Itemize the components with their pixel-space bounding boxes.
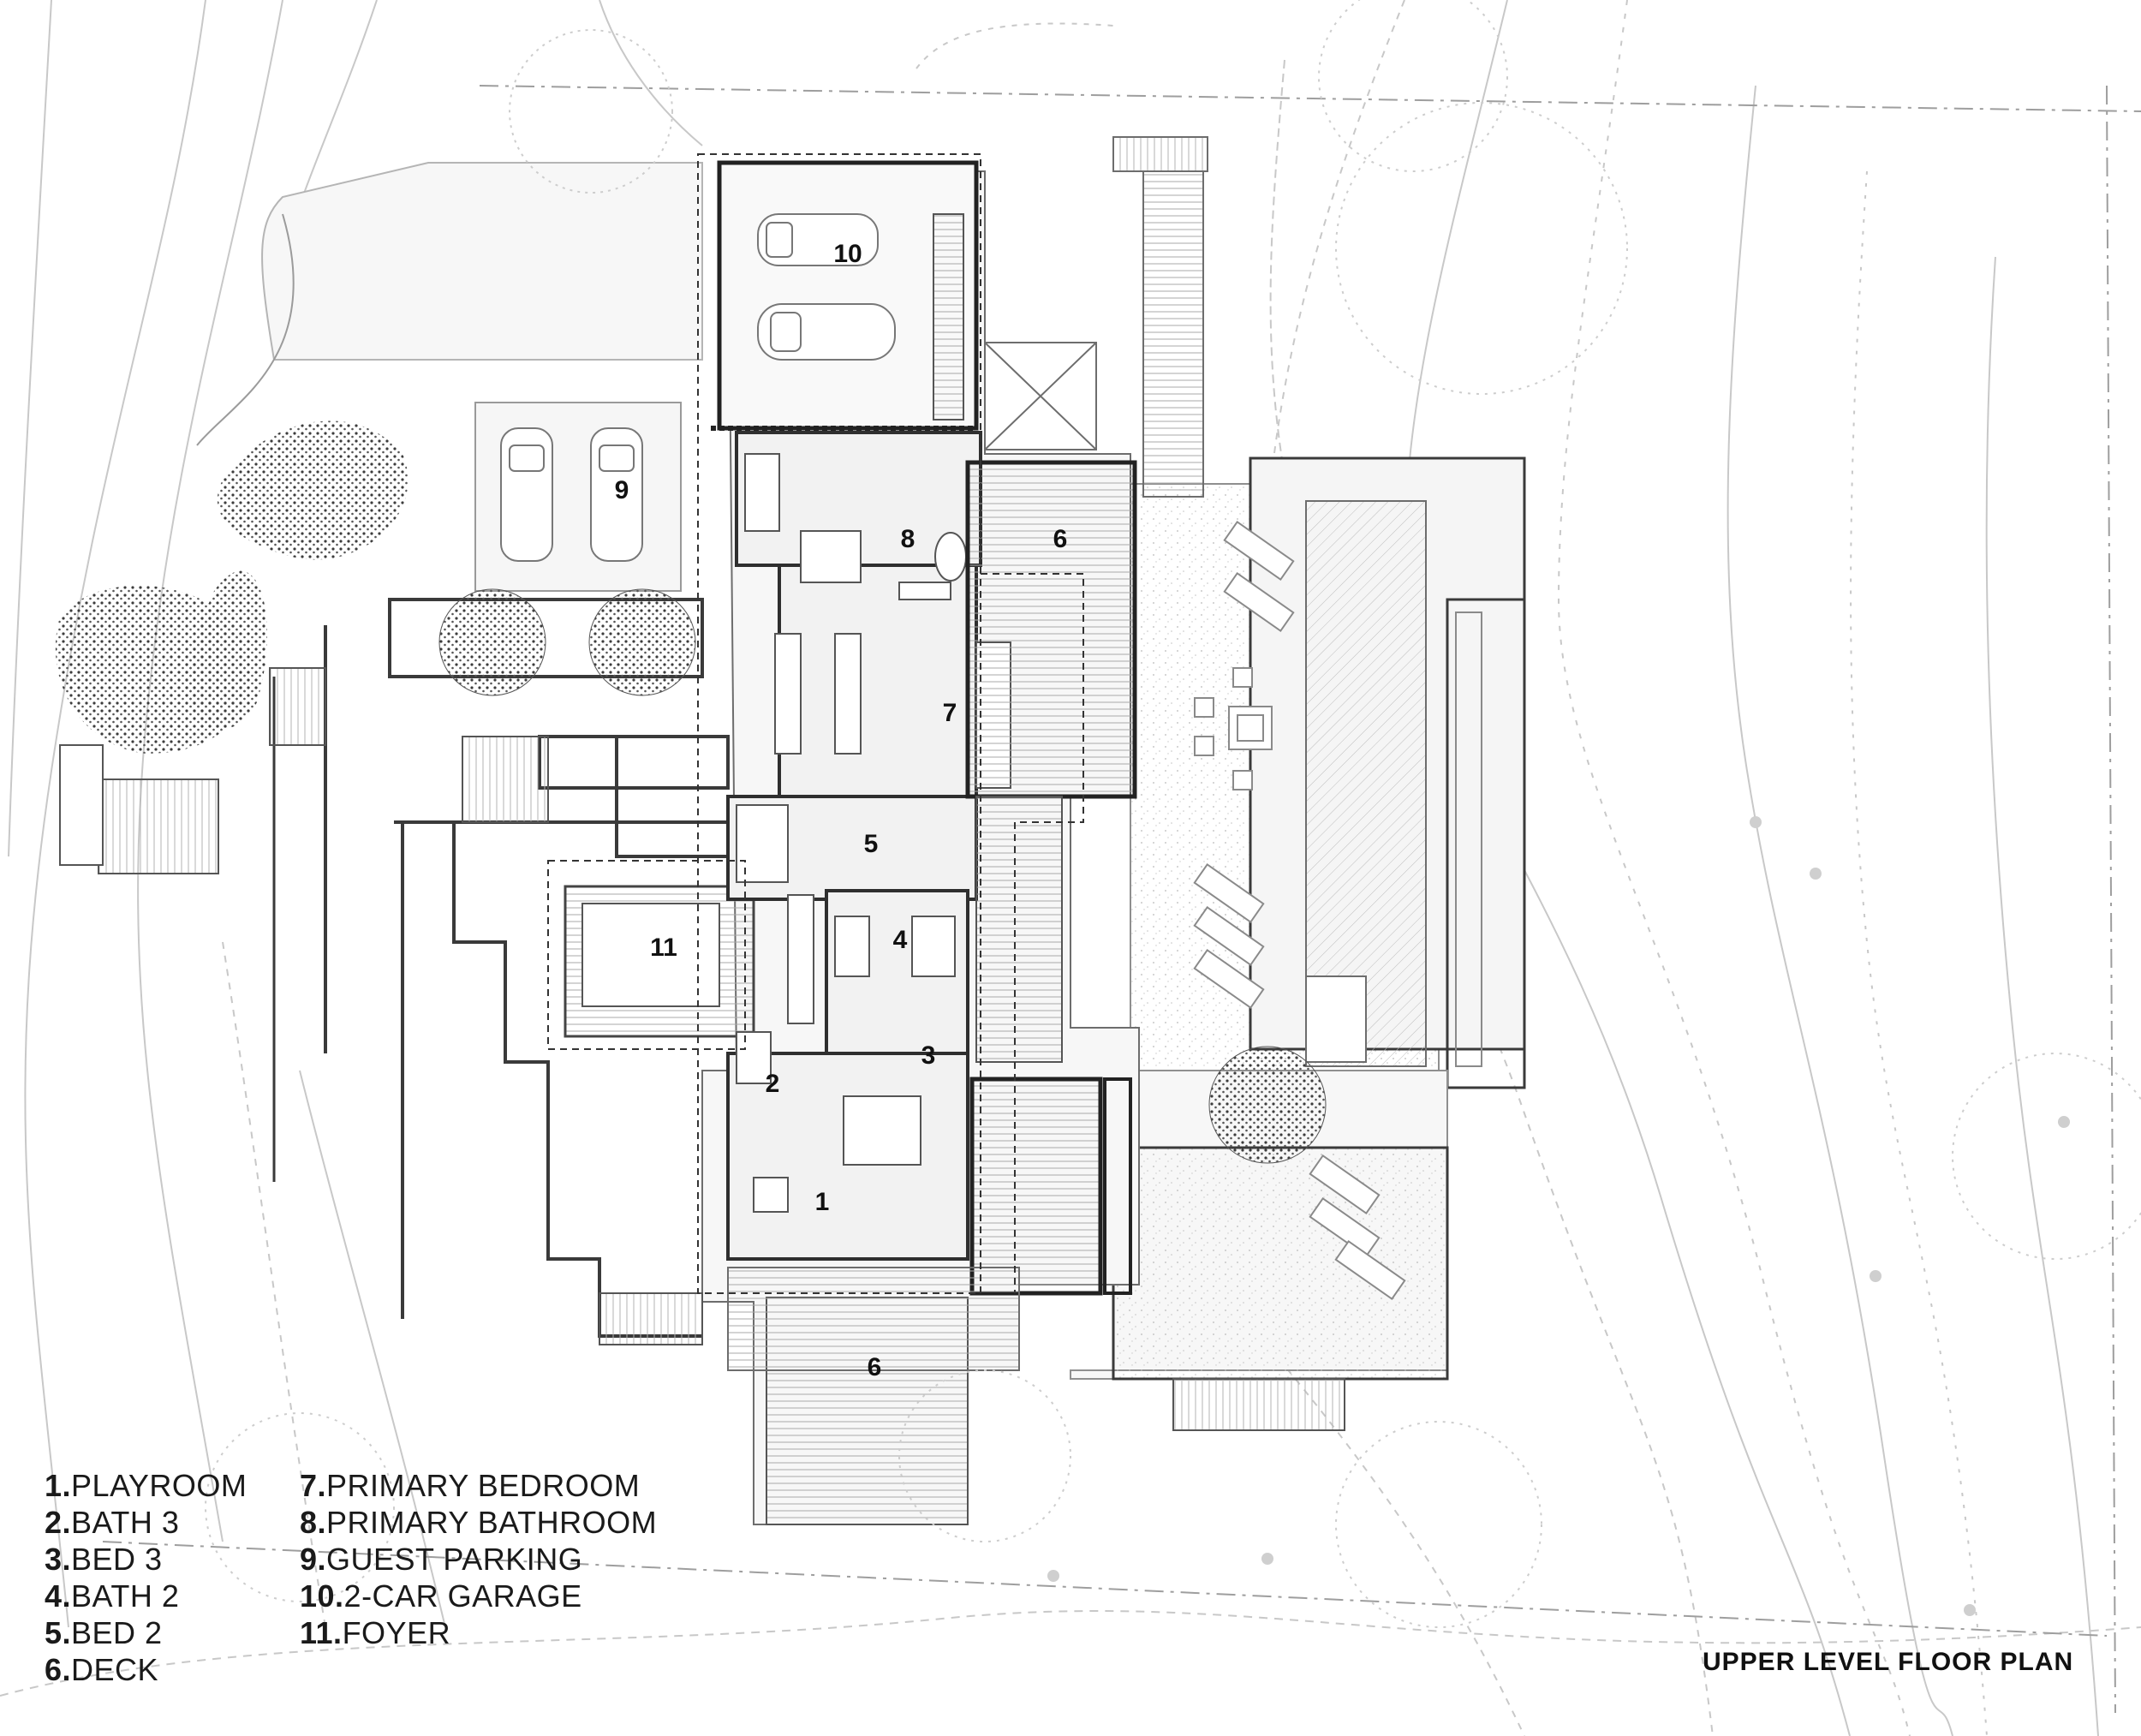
east-columns [1103,1077,1132,1295]
room-tag-7: 7 [943,699,957,727]
dining-set [1194,667,1273,790]
foyer-open [581,903,720,1007]
east-wall-b [1455,611,1482,1067]
garage-stair [933,213,964,421]
lounge-chairs [1193,521,1406,1300]
plan-title: UPPER LEVEL FLOOR PLAN [1703,1648,2074,1676]
legend-item: 6.DECK [45,1652,159,1687]
legend-item: 5.BED 2 [45,1615,163,1650]
room-tag-6-south: 6 [868,1353,882,1381]
legend-item: 10.2-CAR GARAGE [300,1578,582,1614]
room-tag-8: 8 [901,525,915,553]
legend-item: 7.PRIMARY BEDROOM [300,1468,641,1503]
west-stair [98,779,219,874]
deck-upper [965,460,1137,799]
room-tag-3: 3 [921,1041,936,1070]
large-trees-outline [205,0,2141,1628]
room-tag-9: 9 [615,476,629,504]
legend-item: 1.PLAYROOM [45,1468,247,1503]
north-deck [1142,170,1204,498]
deck-mid [975,796,1063,1063]
legend-item: 11.FOYER [300,1615,451,1650]
entry-stair [269,667,326,746]
side-stair [462,736,549,823]
skylight [984,342,1097,450]
west-landing [59,744,104,866]
legend-column-left: 1.PLAYROOM 2.BATH 3 3.BED 3 4.BATH 2 5.B… [45,1467,247,1688]
dashed-outline [547,153,1084,1294]
room-tag-11: 11 [650,934,677,962]
legend-item: 3.BED 3 [45,1542,163,1577]
legend-item: 9.GUEST PARKING [300,1542,583,1577]
legend-item: 4.BATH 2 [45,1578,180,1614]
interior-rooms [726,431,982,1261]
north-stair [1112,136,1208,172]
pool-spa [1305,975,1367,1063]
deck-south-frame [727,1267,1020,1371]
east-stair [1172,1378,1345,1431]
legend-item: 8.PRIMARY BATHROOM [300,1505,658,1540]
lower-terrace-wall [1112,1146,1449,1381]
trees [55,421,1327,1164]
room-tag-5: 5 [864,830,879,858]
legend-item: 2.BATH 3 [45,1505,180,1540]
interior-details [736,453,1011,1213]
guest-cars [500,427,643,562]
legend-column-right: 7.PRIMARY BEDROOM 8.PRIMARY BATHROOM 9.G… [300,1467,657,1651]
south-stair [599,1292,703,1345]
garage-cars [757,213,896,361]
entry-walls [272,598,754,1338]
room-tag-6-upper: 6 [1053,525,1068,553]
room-tag-1: 1 [815,1188,830,1216]
room-tags: 1 2 3 4 5 6 6 7 8 9 10 11 [615,240,1068,1381]
property-line [102,85,2141,1714]
pool-inner [1305,500,1427,1067]
driveway [261,162,703,361]
tree-trunks [1047,816,2070,1616]
room-tag-10: 10 [833,240,862,268]
room-tag-2: 2 [766,1070,780,1098]
room-tag-4: 4 [893,926,908,954]
driveway-edge [196,213,295,446]
east-wall-a [1446,598,1526,1089]
deck-lower-east [969,1077,1103,1296]
